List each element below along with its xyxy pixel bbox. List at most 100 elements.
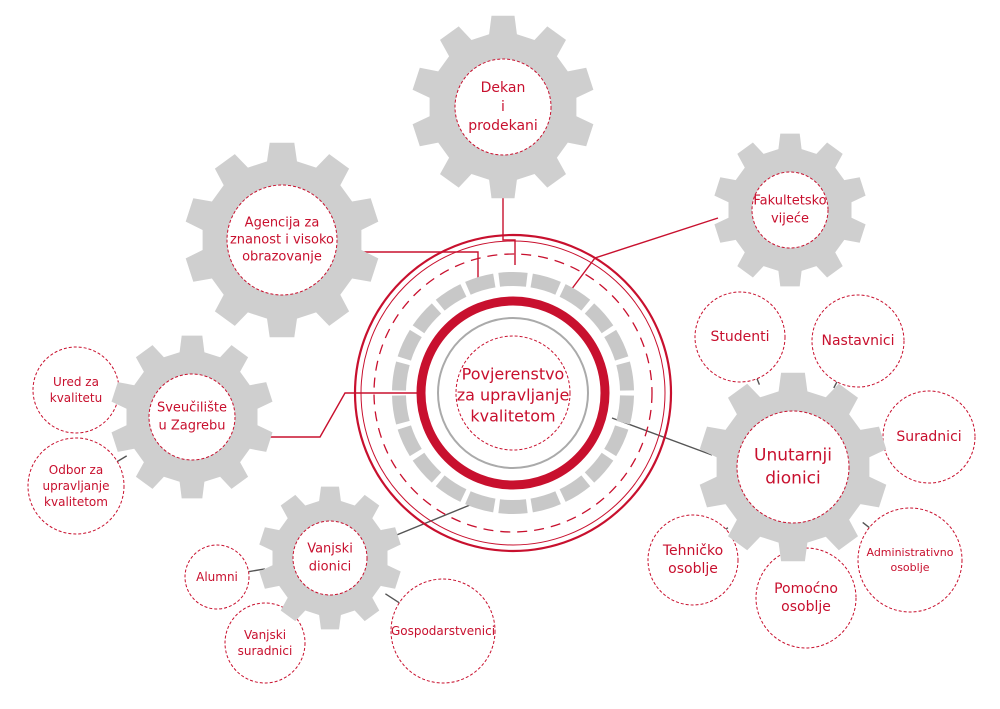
center-label-line: za upravljanje: [457, 386, 570, 405]
gear-label-line: i: [501, 99, 505, 115]
satellite-label-line: Vanjski: [244, 628, 286, 642]
satellite-label-line: Tehničko: [662, 543, 723, 559]
gray-ring-segment: [435, 284, 467, 311]
inner-gray-ring: [437, 317, 589, 469]
gear-label-line: Vanjski: [307, 542, 353, 557]
spoke-nastavnici: [833, 381, 838, 389]
center-label-line: Povjerenstvo: [462, 365, 565, 384]
satellite-pomocno: Pomoćno osoblje: [755, 547, 857, 649]
gray-ring-segment: [397, 425, 422, 457]
gray-ring-segment: [530, 273, 561, 295]
connector-vijece: [564, 217, 719, 299]
satellite-tehnicko: Tehničko osoblje: [647, 514, 739, 606]
gear-label-circle: [226, 184, 338, 296]
gray-ring-segment: [465, 491, 496, 513]
gray-ring-segment: [397, 329, 422, 361]
gear-label-line: Fakultetsko: [753, 194, 826, 209]
satellite-bubble: [694, 291, 786, 383]
satellite-label-line: osoblje: [890, 561, 929, 574]
satellite-administrativno: Administrativno osoblje: [857, 507, 963, 613]
satellite-nastavnici: Nastavnici: [811, 294, 905, 388]
gear-label-line: Agencija za: [245, 216, 320, 231]
gear-vanjski: Vanjski dionici: [259, 486, 401, 630]
gear-label-line: vijeće: [771, 212, 809, 227]
satellite-label-line: Ured za: [53, 375, 99, 389]
gray-ring-segment: [435, 475, 467, 502]
satellite-bubble: [27, 437, 125, 535]
connector-sveuciliste: [262, 392, 420, 438]
satellite-label-line: osoblje: [781, 599, 831, 615]
satellite-label-line: Gospodarstvenici: [391, 624, 495, 638]
spoke-alumni: [248, 568, 266, 573]
dashed-ring: [373, 253, 653, 533]
connector-dekan: [502, 180, 516, 265]
satellite-suradnici: Suradnici: [882, 390, 976, 484]
gear-label-circle: [736, 410, 850, 524]
satellite-alumni: Alumni: [184, 544, 250, 610]
gray-ring-segment: [616, 395, 634, 425]
satellite-bubble: [32, 346, 120, 434]
spoke-odbor: [116, 455, 128, 463]
gear-label-line: dionici: [765, 469, 820, 489]
gray-ring-segment: [498, 271, 528, 287]
gear-label-circle: [751, 171, 829, 249]
satellite-bubble: [811, 294, 905, 388]
connector-agencija: [355, 251, 479, 278]
gear-label-line: znanost i visoko: [230, 233, 334, 248]
central-node: Povjerenstvo za upravljanje kvalitetom: [353, 233, 673, 553]
satellite-bubble: [390, 578, 496, 684]
gear-label-line: dionici: [309, 560, 351, 575]
satellite-label-line: Pomoćno: [774, 581, 838, 597]
gray-ring-segment: [584, 303, 614, 334]
spoke-administrativno: [862, 521, 870, 529]
satellite-label-line: Administrativno: [866, 546, 953, 559]
satellite-label-line: Suradnici: [896, 429, 961, 445]
satellite-label-line: upravljanje: [43, 479, 110, 493]
gear-label-circle: [292, 520, 368, 596]
gear-label-line: Unutarnji: [754, 446, 832, 466]
satellite-label-line: Nastavnici: [821, 333, 894, 349]
gray-ring-segment: [412, 303, 442, 334]
satellite-odbor: Odbor za upravljanje kvalitetom: [27, 437, 125, 535]
satellite-bubble: [882, 390, 976, 484]
gray-ring-segment: [616, 361, 634, 391]
segmented-gray-ring: [392, 271, 634, 515]
gear-label-circle: [454, 58, 552, 156]
spoke-studenti: [756, 378, 761, 385]
satellite-label-line: Studenti: [710, 329, 769, 345]
satellite-label-line: osoblje: [668, 561, 718, 577]
inner-dashed-circle: [455, 335, 571, 451]
gear-label-line: Sveučilište: [157, 401, 227, 416]
outer-ring-thin: [360, 240, 666, 546]
gray-ring-segment: [465, 273, 496, 295]
gear-label-line: Dekan: [481, 80, 526, 96]
gear-label-circle: [148, 373, 236, 461]
gray-ring-segment: [604, 329, 629, 361]
satellite-label-line: suradnici: [238, 644, 293, 658]
gear-vijece: Fakultetsko vijeće: [714, 133, 866, 287]
satellite-gospodarstvenici: Gospodarstvenici: [390, 578, 496, 684]
gray-ring-segment: [604, 425, 629, 457]
gray-ring-segment: [412, 452, 442, 483]
satellite-vanjski-suradnici: Vanjski suradnici: [224, 602, 306, 684]
satellite-label-line: Odbor za: [49, 463, 103, 477]
center-label-line: kvalitetom: [470, 407, 555, 426]
spoke-gospodarstvenici: [385, 593, 400, 604]
gray-ring-segment: [498, 499, 528, 515]
satellite-label-line: kvalitetom: [44, 495, 108, 509]
satellite-bubble: [184, 544, 250, 610]
satellite-label-line: kvalitetu: [50, 391, 102, 405]
satellite-bubble: [647, 514, 739, 606]
satellite-ured: Ured za kvalitetu: [32, 346, 120, 434]
gray-ring-segment: [559, 284, 591, 311]
thick-red-ring: [416, 296, 610, 490]
gear-label-line: prodekani: [468, 118, 538, 134]
satellite-label-line: Alumni: [196, 570, 238, 584]
spoke-tehnicko: [725, 527, 729, 530]
